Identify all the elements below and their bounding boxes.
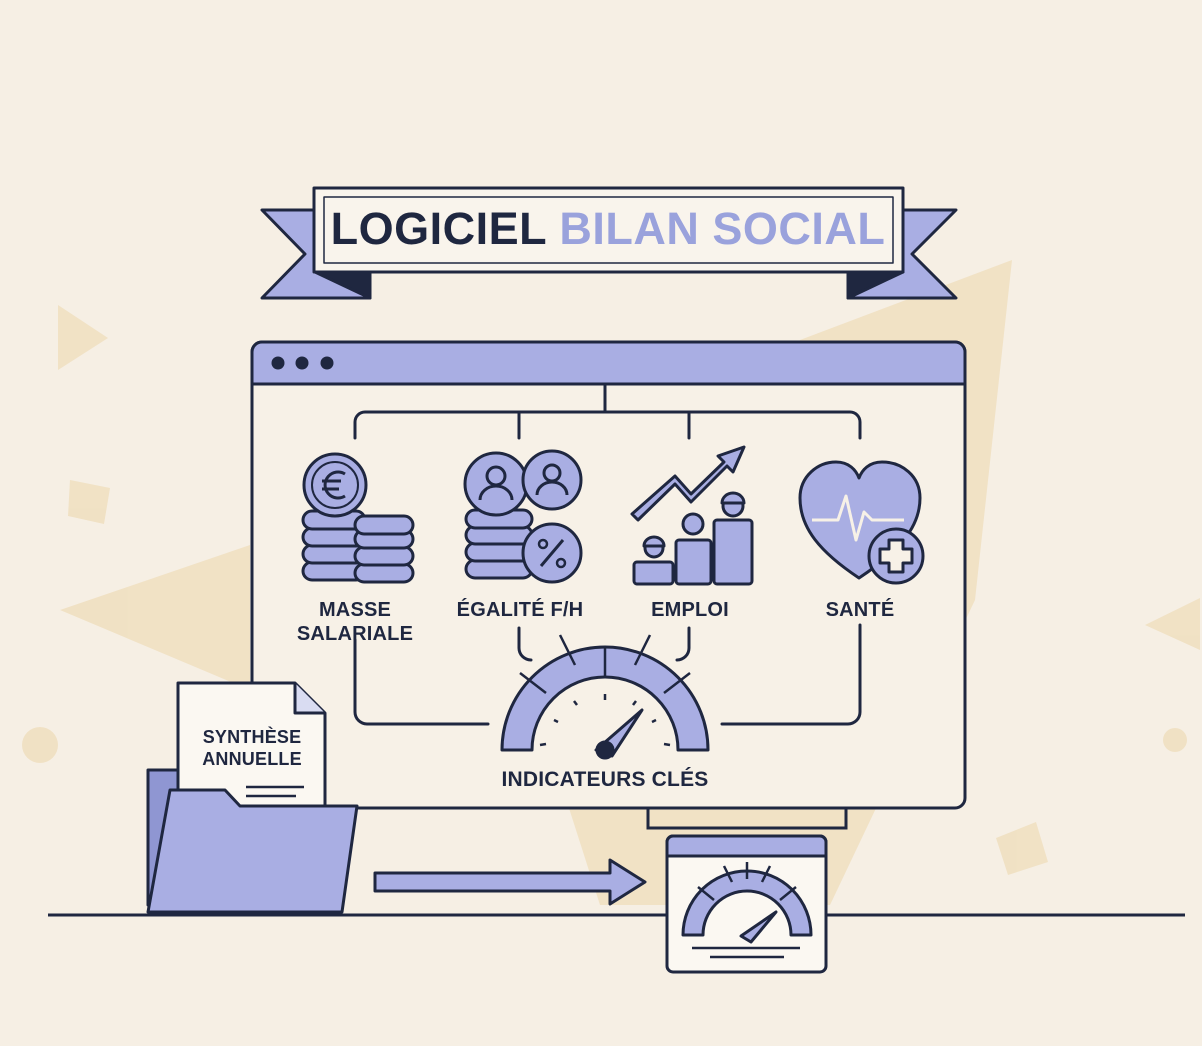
employment-growth-icon xyxy=(630,445,754,586)
gender-equality-icon xyxy=(463,449,583,584)
arrow-right-icon xyxy=(373,858,647,906)
document-label-line: ANNUELLE xyxy=(202,749,302,769)
mini-dashboard xyxy=(665,834,828,974)
folder-icon xyxy=(146,681,359,914)
module-label-sante: SANTÉ xyxy=(790,598,930,622)
module-label-line: EMPLOI xyxy=(651,599,729,621)
document-label-line: SYNTHÈSE xyxy=(202,727,302,747)
banner-title: LOGICIEL BILAN SOCIAL xyxy=(318,196,898,262)
title-part-1: LOGICIEL xyxy=(330,203,547,254)
module-label-egalite: ÉGALITÉ F/H xyxy=(430,598,610,622)
connector-lines xyxy=(353,382,862,726)
module-label-emploi: EMPLOI xyxy=(620,598,760,622)
document-label: SYNTHÈSE ANNUELLE xyxy=(178,726,326,770)
title-part-2: BILAN SOCIAL xyxy=(559,203,886,254)
window-dot-2 xyxy=(295,356,309,370)
module-label-line: SALARIALE xyxy=(296,623,414,645)
module-label-line: SANTÉ xyxy=(825,599,895,621)
module-label-masse-salariale: MASSE SALARIALE xyxy=(270,598,440,646)
main-gauge xyxy=(500,634,710,760)
window-stand xyxy=(646,808,848,830)
module-label-line: ÉGALITÉ F/H xyxy=(456,599,584,621)
main-window xyxy=(250,340,967,830)
title-banner xyxy=(260,186,958,300)
ribbon-body xyxy=(312,186,905,274)
health-heart-icon xyxy=(798,460,925,585)
arrow-flow xyxy=(48,858,1185,917)
euro-coins-icon xyxy=(301,452,415,584)
dashboard-label: INDICATEURS CLÉS xyxy=(501,768,709,791)
window-dot-3 xyxy=(320,356,334,370)
module-label-line: MASSE xyxy=(318,599,392,621)
window-dot-1 xyxy=(271,356,285,370)
